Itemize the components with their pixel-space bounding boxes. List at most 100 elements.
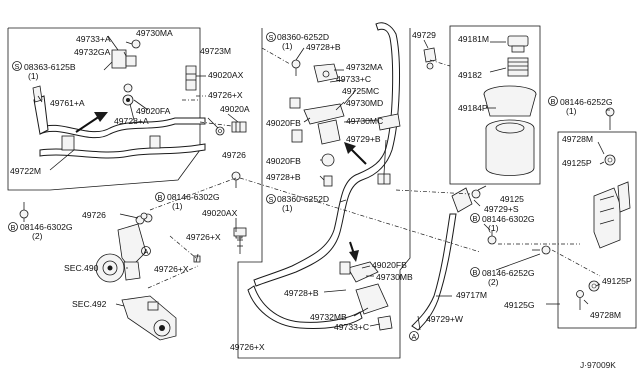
clamp-49730MB [339, 261, 379, 283]
label-49125G: 49125G [504, 300, 535, 310]
label-49728B-3: 49728+B [284, 288, 319, 298]
pressure-hose-left [33, 95, 206, 159]
diagram-code: J·97009K [580, 360, 616, 370]
dashed-connectors [147, 59, 601, 289]
label-49722M: 49722M [10, 166, 41, 176]
left-frame [7, 27, 201, 191]
center-frame [237, 28, 411, 359]
label-49726X-a: 49726+X [154, 264, 189, 274]
label-49726X-c: 49726+X [208, 90, 243, 100]
label-08146-6302G-left: 08146-6302G [20, 222, 73, 232]
label-49733C-1: 49733+C [336, 74, 371, 84]
label-08360-bottom-qty: (1) [282, 203, 293, 213]
label-08363-6125B: 08363-6125B [24, 62, 76, 72]
part-sec492 [121, 295, 177, 341]
washer-49726 [215, 126, 225, 136]
label-49728M-top: 49728M [562, 134, 593, 144]
label-49725MC: 49725MC [342, 86, 379, 96]
label-08146-6302G-center: 08146-6302G [167, 192, 220, 202]
leader-lines [23, 35, 610, 331]
label-49020A: 49020A [220, 104, 250, 114]
part-labels: 49730MA 49733+A 49732GA 08363-6125B (1) … [10, 28, 632, 370]
pump-sec490 [95, 213, 153, 283]
grommets-49125P [588, 154, 616, 292]
label-49184P: 49184P [458, 103, 488, 113]
circle-a-label: A [144, 247, 149, 256]
label-49730MA: 49730MA [136, 28, 173, 38]
clip-bolts-center [289, 59, 335, 187]
bolt-49728M [576, 290, 584, 310]
fitting-49020A [231, 121, 247, 133]
label-08146-right-qty: (1) [488, 223, 499, 233]
filter-49182 [507, 57, 529, 77]
clamp-top-left [111, 39, 141, 106]
label-49728B-1: 49728+B [306, 42, 341, 52]
label-49729: 49729 [412, 30, 436, 40]
bracket-49730MD [303, 103, 345, 145]
label-49726X-e: 49726+X [230, 342, 265, 352]
circle-b-label: B [11, 223, 16, 232]
label-sec492: SEC.492 [72, 299, 107, 309]
suction-hose-49717M [411, 187, 481, 331]
direction-arrows [75, 112, 367, 262]
label-08146-center-qty: (1) [172, 201, 183, 211]
label-08146-left-qty: (2) [32, 231, 43, 241]
label-49020FB-2: 49020FB [266, 156, 301, 166]
bolt-08146-left [19, 202, 29, 219]
label-08146-6252G-bottom-qty: (2) [488, 277, 499, 287]
label-49730MB: 49730MB [376, 272, 413, 282]
fitting-49729B [377, 173, 391, 185]
bracket-49125G [593, 181, 631, 249]
bolt-49020AX-2 [233, 227, 247, 254]
label-49020AX-1: 49020AX [208, 70, 244, 80]
label-08363-qty: (1) [28, 71, 39, 81]
circle-s-label: S [15, 62, 20, 71]
label-49020FB-3: 49020FB [372, 260, 407, 270]
label-49726-left: 49726 [82, 210, 106, 220]
label-49020FA: 49020FA [136, 106, 171, 116]
label-49181M: 49181M [458, 34, 489, 44]
bracket-frame [557, 131, 637, 329]
label-49732MA: 49732MA [346, 62, 383, 72]
label-08360-top-qty: (1) [282, 41, 293, 51]
label-49020FB-1: 49020FB [266, 118, 301, 128]
label-08360-6252D-bottom: 08360-6252D [277, 194, 329, 204]
circle-b-label: B [473, 214, 478, 223]
circle-a-label: A [412, 332, 417, 341]
label-49125P-top: 49125P [562, 158, 592, 168]
reservoir-frame [449, 25, 541, 185]
circled-symbols: S B B S S B B B A A [8, 32, 558, 341]
bolt-08146-center [231, 171, 241, 188]
label-49726X-b: 49726+X [186, 232, 221, 242]
label-49730MC: 49730MC [346, 116, 383, 126]
label-49728M-bottom: 49728M [590, 310, 621, 320]
bracket-49730MC [377, 113, 401, 131]
label-49717M: 49717M [456, 290, 487, 300]
circle-b-label: B [158, 193, 163, 202]
label-08146-6252G-bottom: 08146-6252G [482, 268, 535, 278]
label-49726-center: 49726 [222, 150, 246, 160]
label-08146-6252G-top-qty: (1) [566, 106, 577, 116]
label-sec490: SEC.490 [64, 263, 99, 273]
label-49125P-bottom: 49125P [602, 276, 632, 286]
label-49728A: 49728+A [114, 116, 149, 126]
circle-s-label: S [269, 195, 274, 204]
label-08360-6252D-top: 08360-6252D [277, 32, 329, 42]
label-49729W: 49729+W [426, 314, 464, 324]
return-hose-center [247, 22, 400, 329]
label-49182: 49182 [458, 70, 482, 80]
label-49020AX-2: 49020AX [202, 208, 238, 218]
circle-s-label: S [269, 33, 274, 42]
circle-b-label: B [551, 97, 556, 106]
circle-b-label: B [473, 268, 478, 277]
label-49729B: 49729+B [346, 134, 381, 144]
label-49728B-2: 49728+B [266, 172, 301, 182]
bracket-49732MB [355, 283, 393, 331]
label-49732MB: 49732MB [310, 312, 347, 322]
label-49730MD: 49730MD [346, 98, 383, 108]
label-49732GA: 49732GA [74, 47, 111, 57]
reservoir-49184P [483, 85, 537, 176]
label-49723M: 49723M [200, 46, 231, 56]
